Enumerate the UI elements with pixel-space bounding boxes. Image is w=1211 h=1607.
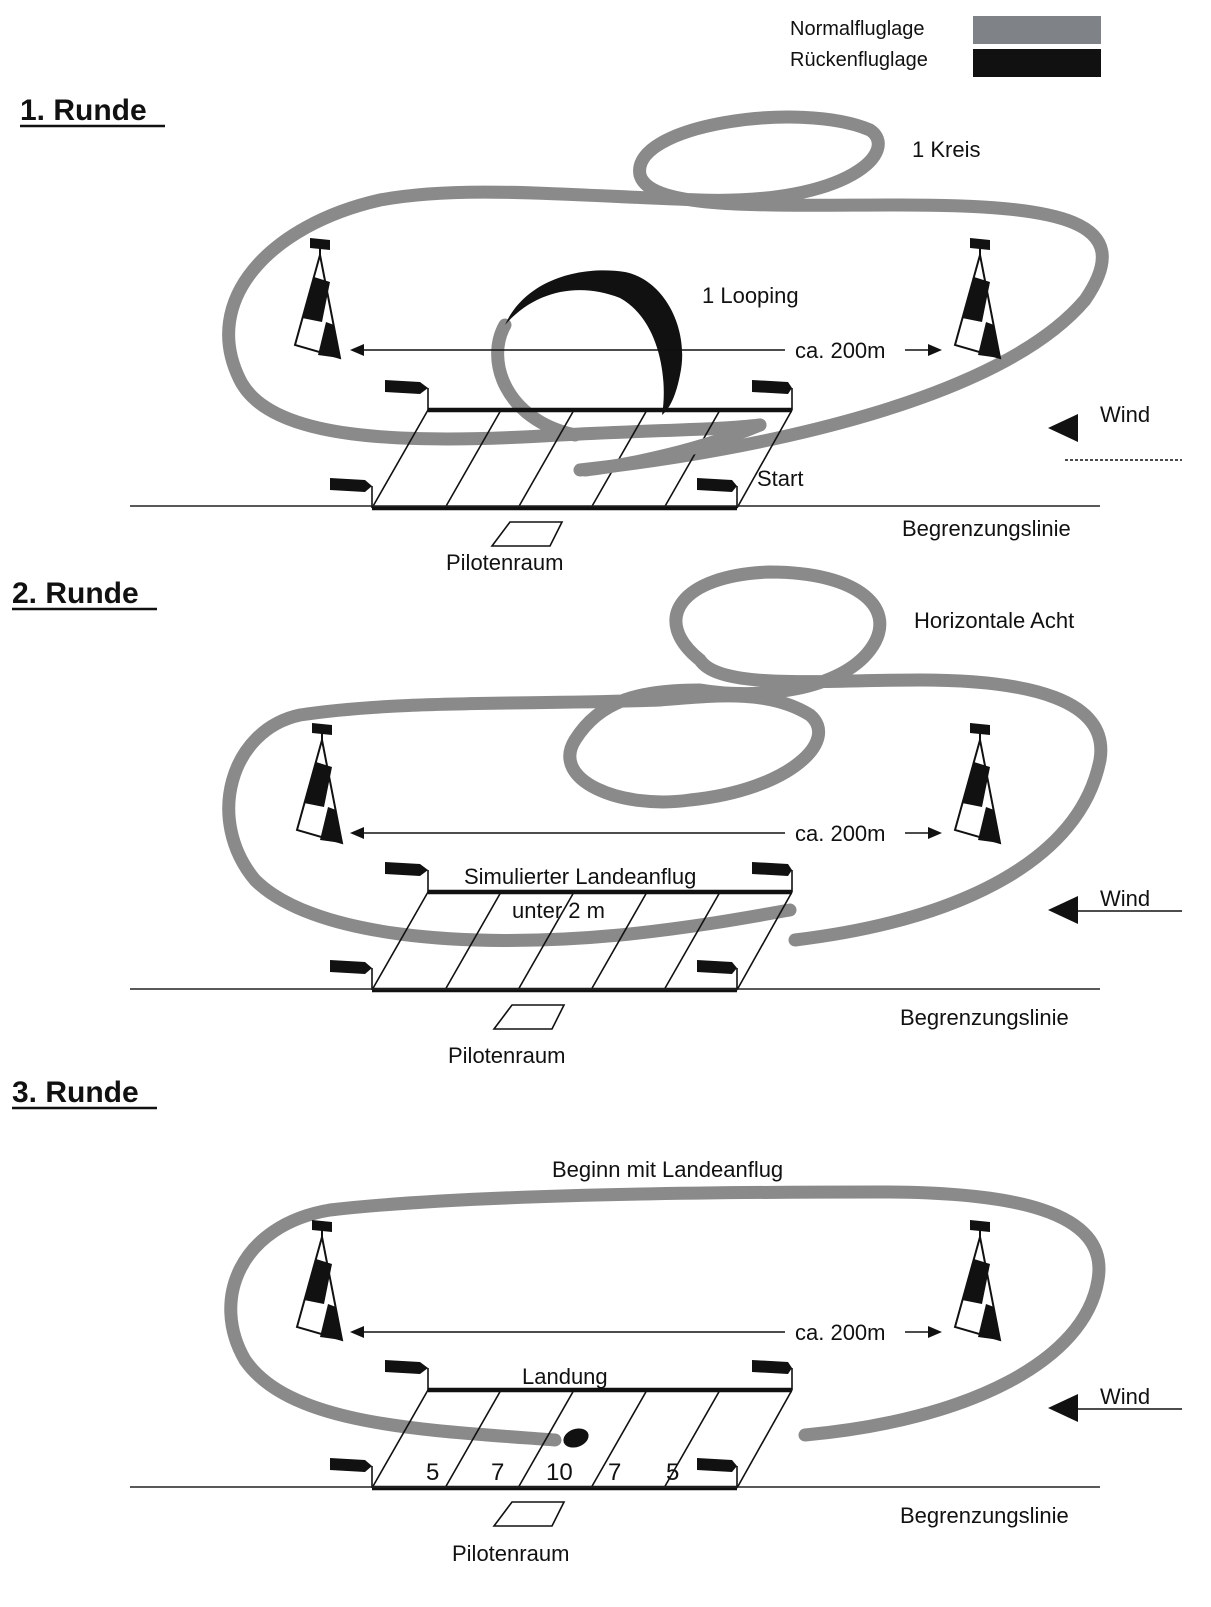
round-1-wind-label: Wind <box>1100 402 1150 427</box>
legend-inverted-swatch <box>973 49 1101 77</box>
round-1-looping-label: 1 Looping <box>702 283 799 308</box>
round-2-boundary-label: Begrenzungslinie <box>900 1005 1069 1030</box>
round-2-pylon-left <box>295 723 344 845</box>
round-2-pylon-right <box>953 723 1002 845</box>
round-2: 2. Runde ca. 200m Horizontale Acht <box>12 565 1182 1068</box>
round-3-wind-label: Wind <box>1100 1384 1150 1409</box>
round-3-score-2: 7 <box>491 1459 504 1486</box>
round-3-approach-label: Beginn mit Landeanflug <box>552 1157 783 1182</box>
round-1-pylon-left <box>293 238 342 360</box>
round-3-flight-path <box>224 1185 1106 1447</box>
round-2-figure-eight-label: Horizontale Acht <box>914 608 1074 633</box>
round-3-pylon-left <box>295 1220 344 1342</box>
round-2-landing-sim-label: Simulierter Landeanflug <box>464 864 696 889</box>
round-3-boundary-label: Begrenzungslinie <box>900 1503 1069 1528</box>
round-2-height-label: unter 2 m <box>512 898 605 923</box>
round-3-pilot-area-label: Pilotenraum <box>452 1541 569 1566</box>
round-3-pilot-area-box <box>492 1501 566 1527</box>
round-3-arrow-right <box>928 1326 942 1338</box>
round-2-flight-path <box>222 565 1108 947</box>
round-3-distance-label: ca. 200m <box>795 1320 886 1345</box>
round-1-pilot-area-box <box>490 521 564 547</box>
legend-normal-label: Normalfluglage <box>790 18 925 40</box>
round-1-pylon-right <box>953 238 1002 360</box>
round-1-pilot-area-label: Pilotenraum <box>446 550 563 575</box>
round-2-distance-label: ca. 200m <box>795 821 886 846</box>
round-3-arrow-left <box>350 1326 364 1338</box>
round-3-touchdown-point <box>563 1428 589 1448</box>
legend: Normalfluglage Rückenfluglage <box>790 16 1101 77</box>
round-1-boundary-label: Begrenzungslinie <box>902 516 1071 541</box>
round-2-label-bg <box>462 864 742 888</box>
round-1-arrow-right <box>928 344 942 356</box>
round-2-runway <box>330 862 793 993</box>
legend-normal-swatch <box>973 16 1101 44</box>
round-2-title: 2. Runde <box>12 577 139 610</box>
legend-inverted-label: Rückenfluglage <box>790 49 928 71</box>
round-3-score-1: 5 <box>426 1459 439 1486</box>
round-1-title: 1. Runde <box>20 94 147 127</box>
round-2-arrow-left <box>350 827 364 839</box>
round-2-wind-arrow <box>1048 896 1078 924</box>
round-2-pilot-area-box <box>492 1004 566 1030</box>
round-1-wind-arrow <box>1048 414 1078 442</box>
round-3-score-3: 10 <box>546 1459 573 1486</box>
round-3: 3. Runde Beginn mit Landeanflug ca. 200m <box>12 1076 1182 1566</box>
round-1-arrow-left <box>350 344 364 356</box>
round-2-wind-label: Wind <box>1100 886 1150 911</box>
round-3-title: 3. Runde <box>12 1076 139 1109</box>
round-1-runway <box>330 380 793 511</box>
round-3-wind-arrow <box>1048 1394 1078 1422</box>
round-1-start-label: Start <box>757 466 803 491</box>
round-3-runway <box>330 1360 793 1491</box>
round-2-arrow-right <box>928 827 942 839</box>
round-1-distance-label: ca. 200m <box>795 338 886 363</box>
round-1-path-finish <box>578 418 767 477</box>
round-3-score-4: 7 <box>608 1459 621 1486</box>
round-1-looping-normal <box>491 318 582 442</box>
round-1: 1. Runde ca. 200m 1 Kreis 1 Loopin <box>20 94 1182 575</box>
round-2-pilot-area-label: Pilotenraum <box>448 1043 565 1068</box>
round-1-flight-path <box>222 110 1109 477</box>
round-1-looping-inverted <box>505 270 683 415</box>
round-3-score-5: 5 <box>666 1459 679 1486</box>
round-1-circle-label: 1 Kreis <box>912 137 980 162</box>
round-3-landing-label: Landung <box>522 1364 608 1389</box>
round-3-pylon-right <box>953 1220 1002 1342</box>
